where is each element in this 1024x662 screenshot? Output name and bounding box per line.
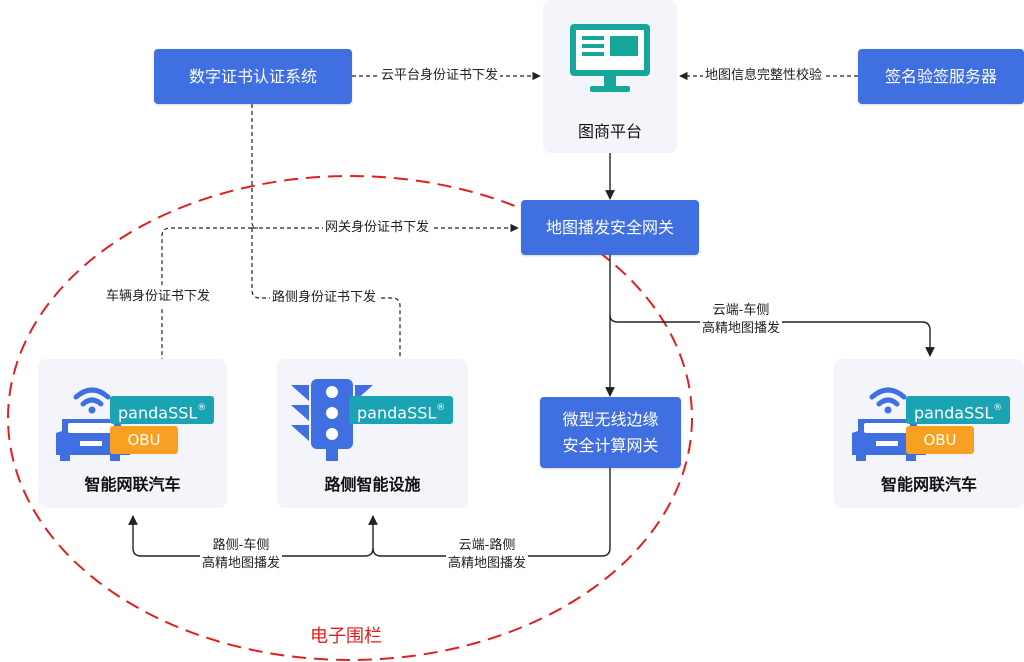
pandassl-label: pandaSSL	[914, 403, 994, 423]
edge-label-roadside-vehicle: 路侧-车侧 高精地图播发	[200, 537, 283, 573]
edge-label-cloud-vehicle: 云端-车侧 高精地图播发	[700, 302, 783, 338]
edge-label-cloud-vehicle-line2: 高精地图播发	[702, 321, 781, 336]
pandassl-badge-roadside: pandaSSL®	[349, 396, 453, 424]
vehicle-card-right[interactable]: pandaSSL® OBU 智能网联汽车	[834, 359, 1024, 508]
roadside-card[interactable]: pandaSSL® 路侧智能设施	[277, 359, 468, 508]
obu-label: OBU	[127, 431, 161, 449]
pandassl-badge-left: pandaSSL®	[110, 396, 214, 424]
edge-cloud-vehicle	[609, 314, 935, 357]
vehicle-card-left[interactable]: pandaSSL® OBU 智能网联汽车	[38, 359, 227, 508]
sign-server-box[interactable]: 签名验签服务器	[858, 49, 1024, 104]
edge-label-cloud-vehicle-line1: 云端-车侧	[712, 303, 770, 318]
map-platform-label: 图商平台	[577, 122, 642, 141]
map-gateway-label: 地图播发安全网关	[545, 217, 674, 237]
obu-badge-right: OBU	[906, 426, 974, 454]
monitor-icon	[570, 24, 650, 92]
edge-label-cloud-roadside-line2: 高精地图播发	[448, 556, 527, 571]
obu-label: OBU	[923, 431, 957, 449]
map-gateway-box[interactable]: 地图播发安全网关	[521, 200, 699, 255]
edge-label-cloud-roadside: 云端-路侧 高精地图播发	[446, 537, 529, 573]
edge-label-vehicle-cert: 车辆身份证书下发	[104, 288, 213, 306]
electronic-fence-label: 电子围栏	[310, 626, 382, 647]
edge-label-roadside-vehicle-line1: 路侧-车侧	[212, 538, 270, 553]
traffic-light-icon	[291, 379, 373, 461]
micro-gateway-box[interactable]: 微型无线边缘 安全计算网关	[540, 397, 681, 468]
obu-badge-left: OBU	[110, 426, 178, 454]
edge-label-gateway-cert: 网关身份证书下发	[323, 219, 432, 237]
roadside-label: 路侧智能设施	[324, 475, 421, 494]
edge-label-map-integrity: 地图信息完整性校验	[703, 67, 825, 85]
micro-gateway-label-line1: 微型无线边缘	[562, 409, 659, 429]
edge-label-roadside-vehicle-line2: 高精地图播发	[202, 556, 281, 571]
cert-system-box[interactable]: 数字证书认证系统	[154, 49, 352, 104]
electronic-fence	[7, 175, 693, 661]
edge-label-cloud-roadside-line1: 云端-路侧	[458, 538, 516, 553]
registered-mark: ®	[993, 403, 1003, 413]
pandassl-label: pandaSSL	[118, 403, 198, 423]
vehicle-left-label: 智能网联汽车	[84, 475, 181, 494]
sign-server-label: 签名验签服务器	[884, 66, 997, 86]
micro-gateway-label-line2: 安全计算网关	[562, 435, 659, 455]
map-platform-card[interactable]: 图商平台	[543, 0, 677, 153]
edge-roadside-vehicle	[128, 515, 374, 557]
edge-label-cloud-cert: 云平台身份证书下发	[379, 67, 501, 85]
vehicle-right-label: 智能网联汽车	[880, 475, 977, 494]
edge-cert-trunk	[251, 104, 259, 229]
pandassl-badge-right: pandaSSL®	[906, 396, 1010, 424]
cert-system-label: 数字证书认证系统	[188, 66, 317, 86]
registered-mark: ®	[436, 403, 446, 413]
registered-mark: ®	[197, 403, 207, 413]
edge-label-roadside-cert: 路侧身份证书下发	[270, 289, 379, 307]
edge-vehicle-cert	[157, 227, 252, 391]
pandassl-label: pandaSSL	[357, 403, 437, 423]
